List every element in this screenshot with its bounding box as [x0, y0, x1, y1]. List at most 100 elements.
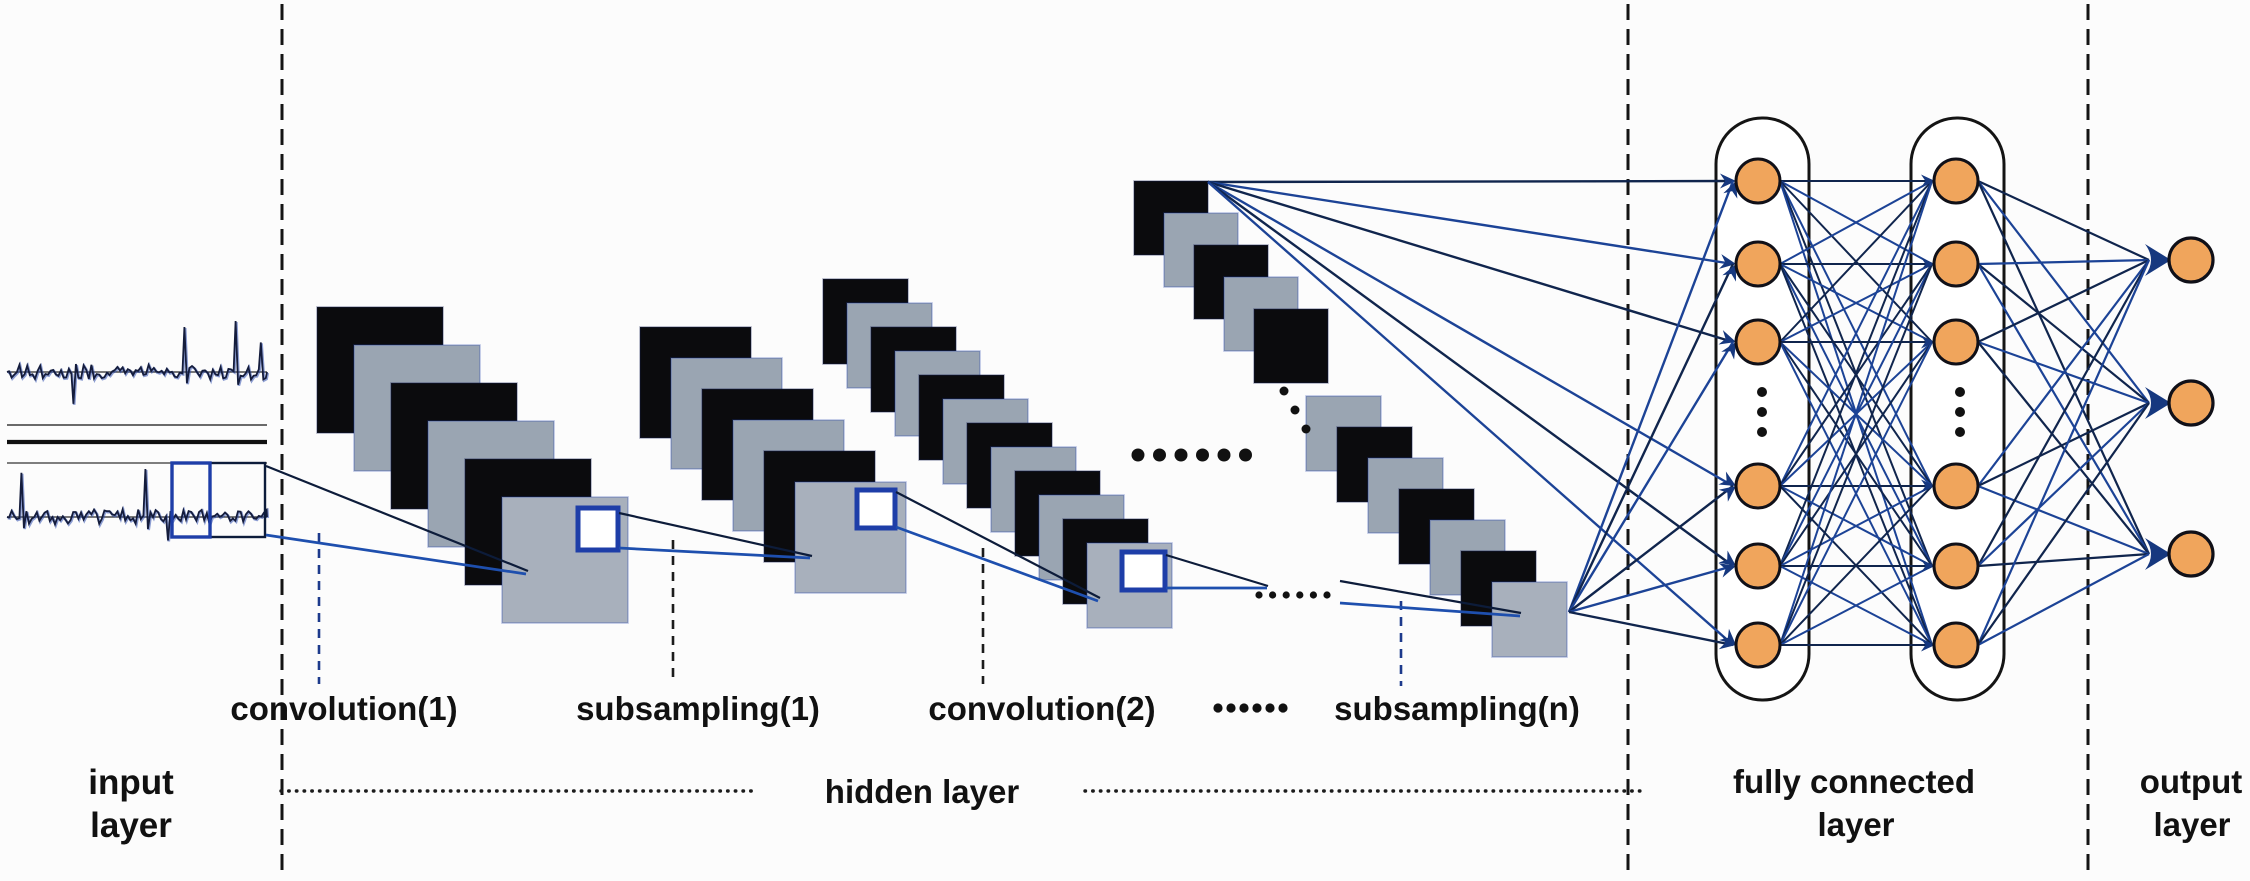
flatten-fan-line: [1207, 181, 1734, 646]
output-layer-label-line1: output: [2140, 763, 2243, 800]
flatten-fan-line: [1568, 485, 1734, 613]
capsule-ellipsis-dot: [1955, 407, 1965, 417]
output-link-line: [1977, 259, 2150, 343]
hidden-layer-label: hidden layer: [825, 773, 1020, 810]
flatten-fan-line: [1207, 181, 1734, 567]
input-receptive-window-inner: [170, 461, 212, 539]
stack-ellipsis-dot: [1290, 405, 1300, 415]
fc2-arrowhead: [1921, 479, 1935, 493]
receptive-field-window: [575, 505, 621, 553]
output-link-line: [1977, 552, 2150, 568]
capsule-ellipsis-dot: [1757, 427, 1767, 437]
subsamplingn-feature-maps-upper: [1133, 180, 1329, 384]
fc2-arrowhead: [1921, 638, 1935, 652]
gap-ellipsis-dot: [1174, 448, 1188, 462]
fc-neuron-node: [1734, 240, 1782, 288]
fc-mesh-line: [1779, 565, 1933, 646]
fan-arrowhead: [1718, 550, 1736, 566]
gap-ellipsis-dot: [1323, 591, 1331, 599]
gap-ellipsis-dot: [1239, 703, 1249, 713]
output-neuron-node: [2167, 379, 2215, 427]
gap-ellipsis-dot: [1252, 703, 1262, 713]
capsule-ellipsis-dot: [1955, 427, 1965, 437]
gap-ellipsis-dot: [1239, 448, 1252, 462]
fully-connected-label-line2: layer: [1817, 806, 1894, 843]
gap-ellipsis-dot: [1131, 448, 1145, 462]
output-link-line: [1977, 341, 2150, 555]
output-layer-label-line2: layer: [2153, 806, 2230, 843]
fc-mesh-line: [1779, 180, 1933, 265]
gap-ellipsis-dot: [1255, 591, 1263, 599]
fan-arrowhead: [1722, 264, 1736, 282]
output-link-line: [1977, 553, 2150, 646]
fc2-arrowhead: [1921, 335, 1935, 349]
fc-neuron-node: [1932, 542, 1980, 590]
fc-mesh-line: [1779, 485, 1933, 646]
capsule-ellipsis-dot: [1757, 387, 1767, 397]
subsampling1-label: subsampling(1): [576, 690, 820, 727]
gray-feature-map: [1491, 581, 1568, 658]
output-link-line: [1977, 180, 2150, 261]
gap-ellipsis-dot: [1196, 448, 1209, 462]
output-link-line: [1977, 484, 2150, 556]
fc-neuron-node: [1932, 318, 1980, 366]
fully-connected-column-2: [1932, 157, 1980, 669]
fc2-arrowhead: [1921, 174, 1935, 188]
flatten-fan-line: [1567, 263, 1735, 613]
fan-arrowhead: [1721, 342, 1736, 360]
fully-connected-label-line1: fully connected: [1733, 763, 1975, 800]
subsampling1-feature-maps: [639, 326, 907, 594]
output-arrowhead: [2145, 244, 2171, 276]
fc-neuron-node: [1932, 621, 1980, 669]
output-link-line: [1977, 402, 2150, 487]
output-link-line: [1977, 402, 2150, 646]
gap-ellipsis-dot: [1309, 591, 1317, 599]
output-link-line: [1976, 259, 2151, 646]
output-link-line: [1977, 263, 2150, 555]
capsule-ellipsis-dot: [1757, 407, 1767, 417]
flatten-fan-line: [1567, 180, 1735, 613]
fc-neuron-node: [1734, 621, 1782, 669]
fan-arrowhead: [1718, 486, 1736, 502]
gap-ellipsis-row: [1213, 703, 1288, 713]
capsule-ellipsis-dot: [1955, 387, 1965, 397]
ecg-waveform-lower: [6, 469, 268, 541]
subsampling-n-label: subsampling(n): [1334, 690, 1580, 727]
gap-ellipsis-row: [1131, 448, 1252, 462]
gap-ellipsis-dot: [1269, 591, 1277, 599]
output-link-line: [1977, 402, 2150, 567]
fc-mesh-line: [1779, 180, 1933, 343]
fc-neuron-node: [1932, 157, 1980, 205]
feature-map-link-line: [895, 525, 1099, 603]
output-link-line: [1977, 180, 2150, 555]
convolution1-label: convolution(1): [230, 690, 457, 727]
gap-ellipsis-dot: [1265, 703, 1275, 713]
fan-arrowhead: [1718, 634, 1736, 650]
fan-arrowhead: [1718, 330, 1736, 345]
flatten-fan-line: [1567, 341, 1735, 613]
feature-map-link-line: [1165, 553, 1269, 588]
fc-mesh-line: [1779, 180, 1933, 646]
gap-ellipsis-dot: [1282, 591, 1290, 599]
input-layer-label-line1: input: [88, 763, 174, 802]
input-layer-label-line2: layer: [90, 806, 172, 845]
fan-arrowhead: [1719, 628, 1736, 645]
gap-ellipsis-dot: [1153, 448, 1166, 462]
output-link-line: [1977, 180, 2150, 404]
output-arrowhead: [2145, 538, 2171, 570]
output-neuron-node: [2167, 530, 2215, 578]
feature-map-link-line: [1339, 579, 1522, 615]
ecg-waveform-upper-tint: [7, 321, 270, 405]
stack-ellipsis-dot: [1279, 386, 1289, 396]
output-link-line: [1977, 263, 2150, 404]
fan-arrowhead: [1723, 181, 1738, 199]
stack-ellipsis-dot: [1301, 424, 1311, 434]
gap-ellipsis-dot: [1278, 703, 1288, 713]
input-signal-panel: [6, 320, 270, 542]
feature-map-link-line: [1339, 601, 1521, 618]
flatten-fan-line: [1568, 564, 1734, 614]
gap-ellipsis-dot: [1213, 703, 1223, 713]
